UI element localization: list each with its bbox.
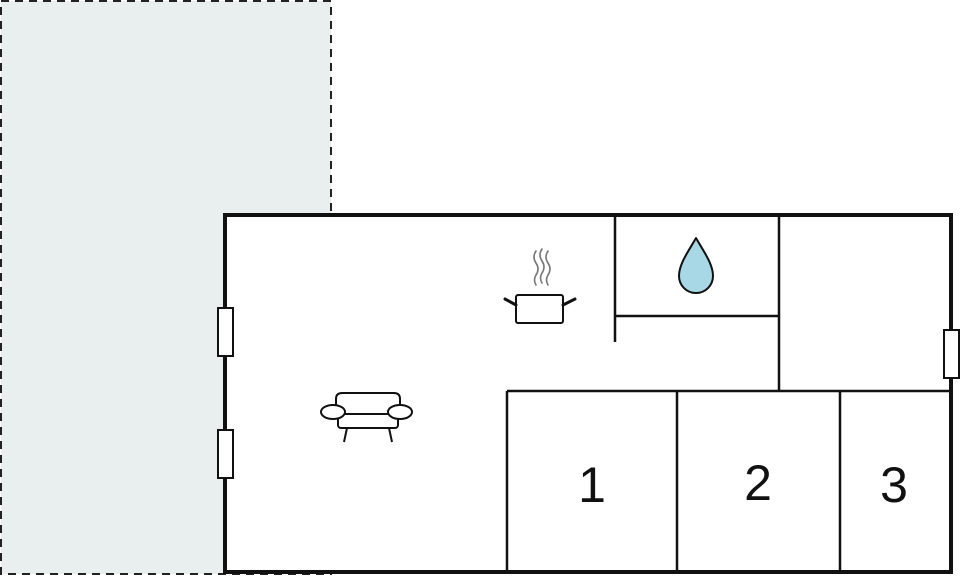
bathroom-water-drop-icon — [678, 237, 714, 294]
window-icon — [943, 329, 960, 379]
window-icon — [217, 429, 234, 479]
house-interior — [225, 215, 951, 572]
room-label-2: 2 — [744, 455, 772, 511]
window-icon — [217, 307, 234, 357]
interior-walls — [505, 215, 951, 572]
room-label-1: 1 — [578, 457, 606, 513]
living-room-sofa-icon — [320, 392, 413, 443]
room-label-3: 3 — [880, 457, 908, 513]
outer-wall — [223, 213, 953, 574]
kitchen-pot-icon — [503, 248, 577, 324]
